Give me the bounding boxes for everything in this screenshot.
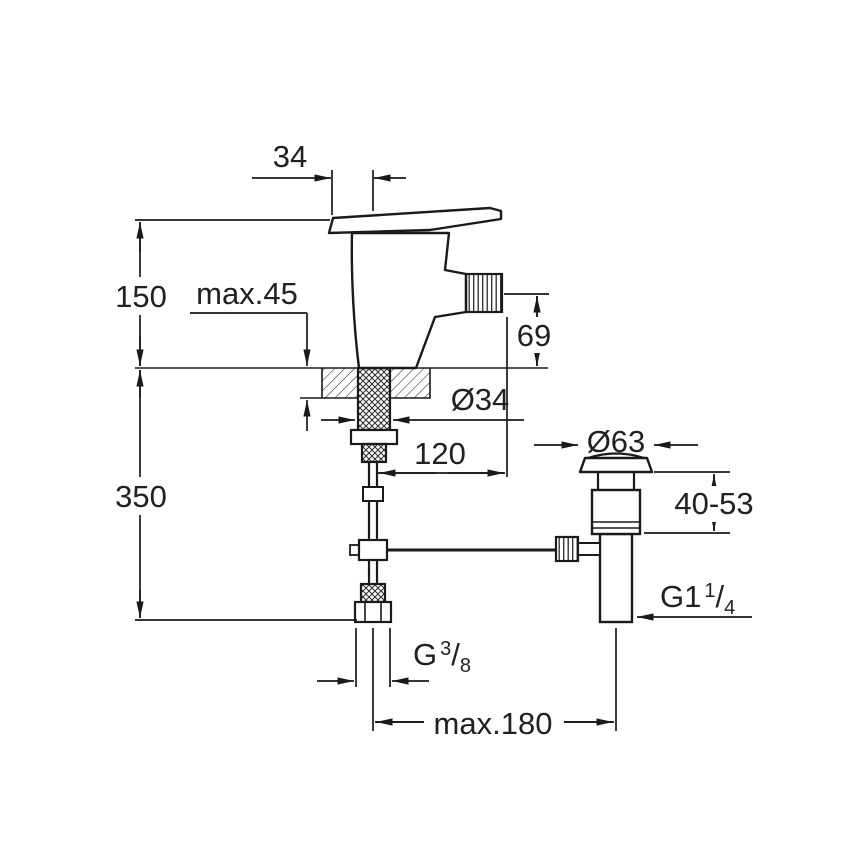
waste-pipe (598, 532, 634, 624)
faucet-body (350, 231, 468, 370)
mounting-nut (349, 428, 399, 446)
dim-max-deck-thickness (190, 312, 311, 431)
mounting-deck (135, 367, 548, 399)
waste-neck (596, 470, 636, 492)
supply-hose-and-popup-rod (349, 460, 557, 624)
flexible-hose (367, 460, 379, 586)
shank-thread (356, 366, 392, 432)
thread-numerator: 1 (704, 580, 715, 602)
dim-label-69: 69 (517, 318, 551, 353)
waste-body-ridges (592, 521, 640, 529)
dim-label-d34: Ø34 (451, 382, 510, 417)
dim-label-max45: max.45 (196, 276, 298, 311)
labels: 34 150 max.45 69 Ø34 120 350 Ø63 40-53 G… (109, 139, 754, 742)
thread-slash: / (715, 579, 724, 614)
rod-clamp (357, 538, 389, 562)
dim-label-d63: Ø63 (587, 424, 646, 459)
deck-hatch-left (322, 368, 358, 398)
label-mask (509, 317, 561, 353)
dim-label-max180: max.180 (434, 706, 553, 741)
hose-connector (362, 486, 384, 502)
waste-assembly (554, 452, 654, 624)
waste-flange (578, 456, 654, 474)
thread-numerator: 3 (440, 638, 451, 660)
dim-spout-reach (378, 317, 508, 477)
label-mask (424, 702, 564, 742)
waste-knob-stem (577, 542, 601, 556)
label-mask (109, 477, 173, 515)
dim-hose-thread (317, 628, 429, 687)
dim-lever-width (252, 170, 406, 215)
waste-plug-dome (586, 452, 646, 460)
thread-prefix: G1 (660, 579, 701, 614)
dim-label-120: 120 (414, 436, 466, 471)
deck-hatch-right (390, 368, 430, 398)
thread-prefix: G (413, 637, 437, 672)
clamp-screw (349, 544, 360, 556)
label-mask (679, 486, 751, 522)
hose-nut-facets (364, 602, 382, 622)
thread-denominator: 8 (460, 655, 471, 677)
threaded-shank (349, 366, 399, 464)
waste-knob (554, 535, 580, 563)
label-mask (111, 277, 171, 315)
waste-body (590, 488, 642, 536)
dim-label-150: 150 (115, 279, 167, 314)
thread-slash: / (451, 637, 460, 672)
dim-label-4053: 40-53 (674, 486, 753, 521)
thread-denominator: 4 (724, 597, 735, 619)
dim-label-34: 34 (273, 139, 307, 174)
hose-nut (353, 600, 393, 624)
faucet-aerator (464, 272, 504, 314)
shank-lower-thread (360, 442, 388, 464)
dimensions (135, 170, 752, 731)
dim-label-350: 350 (115, 479, 167, 514)
hose-end-thread (359, 582, 387, 604)
faucet-lever (327, 206, 503, 235)
deck-outline (300, 368, 431, 399)
faucet (327, 206, 504, 370)
